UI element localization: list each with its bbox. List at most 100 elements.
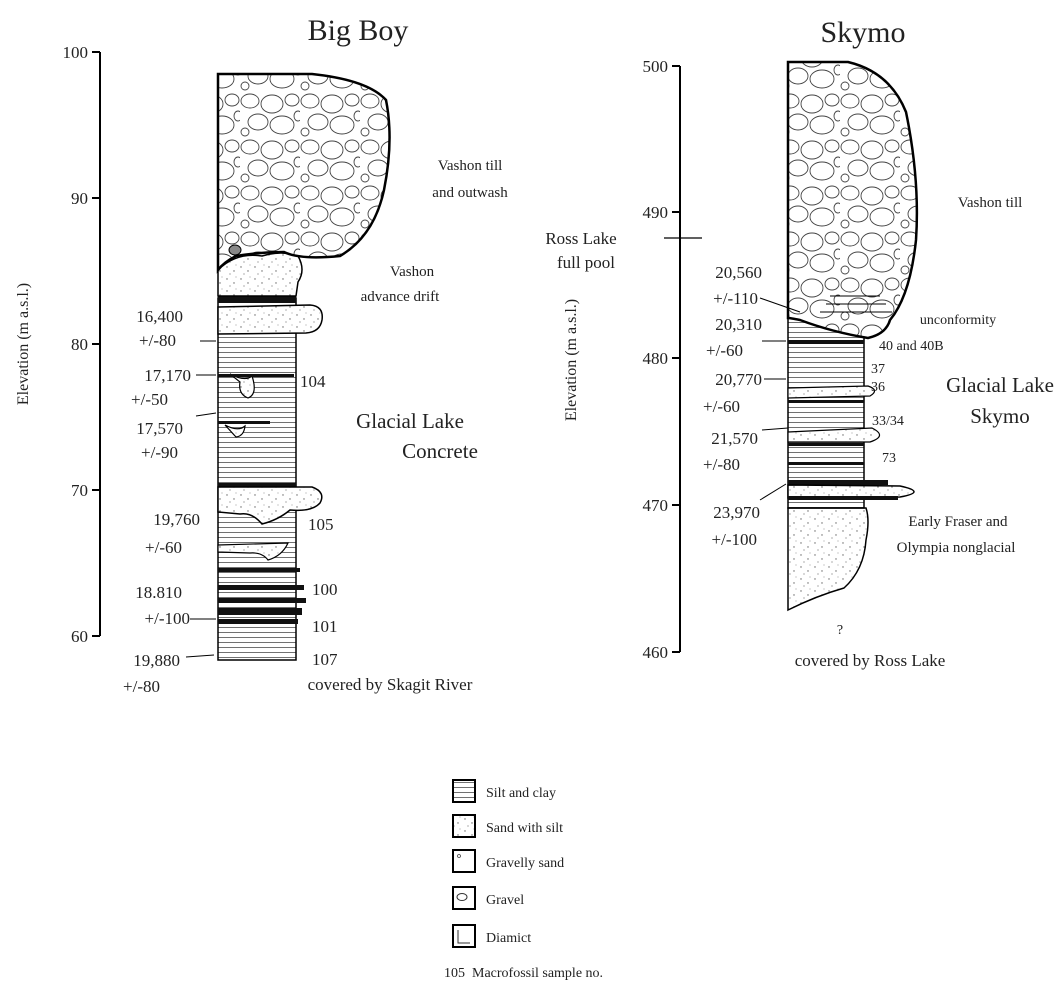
question-mark: ? xyxy=(837,623,843,638)
early-fraser-unit xyxy=(788,508,868,610)
date-age: 21,570 xyxy=(711,429,758,448)
date-age: 20,560 xyxy=(715,263,762,282)
clay-band xyxy=(788,496,898,500)
clay-band xyxy=(218,598,306,603)
sample-number: 33/34 xyxy=(872,414,904,429)
date-age: 17,570 xyxy=(136,419,183,438)
date-age: 16,400 xyxy=(136,307,183,326)
date-error: +/-110 xyxy=(713,289,758,308)
clay-band xyxy=(788,443,864,446)
legend-label: Gravelly sand xyxy=(486,856,564,871)
till-label: Vashon till xyxy=(438,158,503,174)
tick-label: 480 xyxy=(643,349,669,368)
date-age: 20,310 xyxy=(715,315,762,334)
tick-label: 490 xyxy=(643,203,669,222)
silt-clay-unit xyxy=(218,298,296,660)
date-age: 17,170 xyxy=(144,366,191,385)
date-arrow xyxy=(186,655,214,657)
tick-label: 460 xyxy=(643,643,669,662)
sample-key-label: Macrofossil sample no. xyxy=(472,966,603,981)
clay-band xyxy=(788,340,864,344)
date-age: 20,770 xyxy=(715,370,762,389)
tick-label: 70 xyxy=(71,481,88,500)
date-error: +/-80 xyxy=(139,331,176,350)
legend-label: Silt and clay xyxy=(486,786,556,801)
tick-label: 90 xyxy=(71,189,88,208)
date-arrow xyxy=(760,484,786,500)
date-error: +/-100 xyxy=(712,530,757,549)
clay-band xyxy=(218,585,304,590)
clay-band xyxy=(218,296,296,303)
sample-number: 100 xyxy=(312,580,338,599)
clay-band xyxy=(788,462,864,465)
silt-clay-swatch xyxy=(453,780,475,802)
gravel-swatch xyxy=(453,887,475,909)
gravelly-sand-swatch xyxy=(453,850,475,872)
date-error: +/-60 xyxy=(145,538,182,557)
drift-label: advance drift xyxy=(361,289,441,305)
pool-label: Ross Lake xyxy=(545,229,616,248)
clay-band xyxy=(218,421,270,424)
pool-label: full pool xyxy=(557,253,615,272)
boulder-icon xyxy=(229,245,241,255)
early-fraser-label: Early Fraser and xyxy=(908,514,1008,530)
diamict-swatch xyxy=(453,925,475,947)
sample-number: 107 xyxy=(312,650,338,669)
legend-label: Sand with silt xyxy=(486,821,563,836)
big-boy-ticks: 100 90 80 70 60 xyxy=(63,43,101,646)
legend: Silt and clay Sand with silt Gravelly sa… xyxy=(444,780,603,981)
date-age: 19,760 xyxy=(153,510,200,529)
sample-number: 40 and 40B xyxy=(879,339,944,354)
sample-number: 104 xyxy=(300,372,326,391)
sand-lens xyxy=(788,386,875,398)
vashon-till-unit xyxy=(788,62,917,338)
big-boy-section: Big Boy 100 90 80 70 60 Elevation (m a.s… xyxy=(15,14,508,696)
big-boy-axis-label: Elevation (m a.s.l.) xyxy=(15,283,32,405)
sample-number: 101 xyxy=(312,617,338,636)
date-error: +/-100 xyxy=(145,609,190,628)
skymo-samples: 40 and 40B 37 36 33/34 73 xyxy=(871,339,944,466)
clay-band xyxy=(788,480,888,485)
lake-label: Glacial Lake xyxy=(356,409,464,433)
date-age: 23,970 xyxy=(713,503,760,522)
legend-label: Gravel xyxy=(486,893,524,908)
skymo-axis-label: Elevation (m a.s.l.) xyxy=(563,299,580,421)
till-label: and outwash xyxy=(432,185,508,201)
date-error: +/-50 xyxy=(131,390,168,409)
till-label: Vashon till xyxy=(958,195,1023,211)
date-error: +/-60 xyxy=(703,397,740,416)
tick-label: 60 xyxy=(71,627,88,646)
skymo-section: Skymo 500 490 480 470 460 Elevation (m a… xyxy=(545,16,1054,670)
date-age: 19,880 xyxy=(133,651,180,670)
big-boy-dates: 16,400 +/-80 17,170 +/-50 17,570 +/-90 1… xyxy=(123,307,216,696)
sample-number: 105 xyxy=(308,515,334,534)
tick-label: 470 xyxy=(643,496,669,515)
legend-label: Diamict xyxy=(486,931,531,946)
date-error: +/-60 xyxy=(706,341,743,360)
date-arrow xyxy=(762,428,788,430)
skymo-title: Skymo xyxy=(820,16,905,49)
big-boy-title: Big Boy xyxy=(308,14,409,47)
sand-silt-swatch xyxy=(453,815,475,837)
lake-label: Skymo xyxy=(970,404,1030,428)
lake-label: Concrete xyxy=(402,439,478,463)
skymo-ticks: 500 490 480 470 460 xyxy=(643,57,681,662)
early-fraser-label: Olympia nonglacial xyxy=(897,540,1016,556)
sample-number: 37 xyxy=(871,362,885,377)
sample-number: 36 xyxy=(871,380,885,395)
date-error: +/-90 xyxy=(141,443,178,462)
tick-label: 100 xyxy=(63,43,89,62)
tick-label: 80 xyxy=(71,335,88,354)
till-outwash-unit xyxy=(218,74,390,270)
clay-band xyxy=(218,568,300,572)
date-age: 18.810 xyxy=(135,583,182,602)
unconformity-label: unconformity xyxy=(920,313,996,328)
lake-label: Glacial Lake xyxy=(946,373,1054,397)
sample-number: 73 xyxy=(882,451,896,466)
tick-label: 500 xyxy=(643,57,669,76)
sample-key-number: 105 xyxy=(444,966,465,981)
date-error: +/-80 xyxy=(703,455,740,474)
date-error: +/-80 xyxy=(123,677,160,696)
clay-band xyxy=(218,619,298,624)
